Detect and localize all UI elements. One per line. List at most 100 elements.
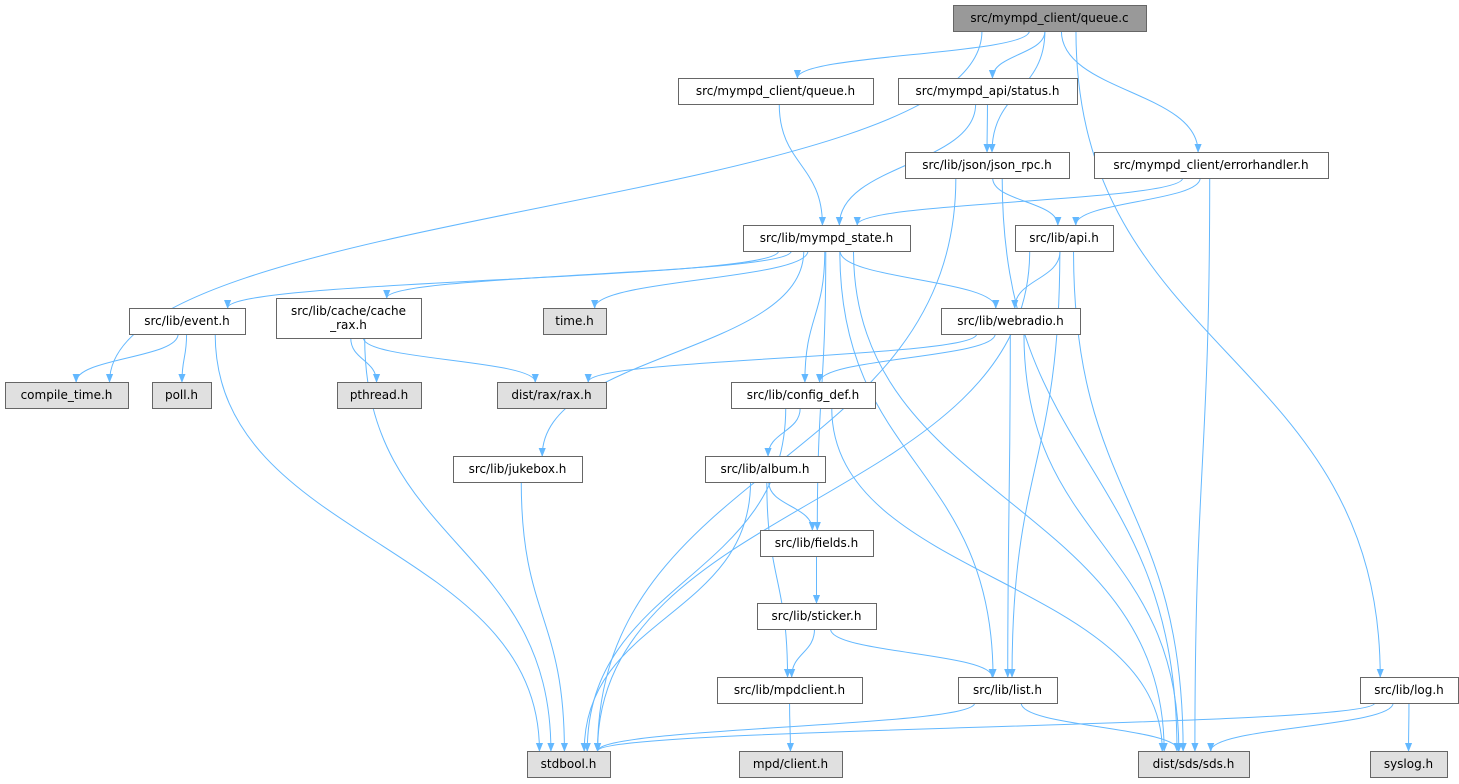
node-rax: dist/rax/rax.h: [497, 382, 607, 409]
edge-errorhandler-to-sds: [1191, 177, 1211, 752]
node-box: [739, 751, 843, 778]
node-event[interactable]: src/lib/event.h: [129, 308, 246, 335]
node-label: src/lib/fields.h: [775, 536, 858, 550]
node-label: _rax.h: [329, 318, 367, 332]
node-queue-h[interactable]: src/mympd_client/queue.h: [678, 78, 874, 105]
node-queue-c[interactable]: src/mympd_client/queue.c: [953, 5, 1147, 32]
edge-log-to-sds: [1207, 702, 1394, 752]
edge-mympd_state-to-config_def: [801, 250, 826, 383]
node-stdbool: stdbool.h: [527, 751, 611, 778]
edge-mympd_state-to-time: [591, 250, 809, 309]
node-box: [453, 456, 583, 483]
edge-mympd_state-to-jukebox: [538, 250, 805, 457]
node-sticker[interactable]: src/lib/sticker.h: [757, 603, 877, 630]
node-errorhandler[interactable]: src/mympd_client/errorhandler.h: [1094, 152, 1329, 179]
edge-event-to-poll: [178, 333, 188, 383]
node-label: dist/rax/rax.h: [511, 388, 591, 402]
node-label: src/mympd_client/queue.c: [970, 11, 1128, 25]
node-label: src/lib/api.h: [1029, 231, 1099, 245]
node-time: time.h: [543, 308, 607, 335]
node-box: [543, 308, 607, 335]
node-label: src/lib/mpdclient.h: [734, 683, 845, 697]
node-log[interactable]: src/lib/log.h: [1360, 677, 1459, 704]
node-json-rpc[interactable]: src/lib/json/json_rpc.h: [905, 152, 1070, 179]
edge-mympd_state-to-list: [839, 250, 997, 678]
edge-webradio-to-sds: [1023, 333, 1183, 752]
edge-event-to-compile_time: [72, 333, 179, 383]
node-jukebox[interactable]: src/lib/jukebox.h: [453, 456, 583, 483]
node-box: [760, 530, 874, 557]
node-label: pthread.h: [350, 388, 408, 402]
node-label: src/lib/sticker.h: [772, 609, 862, 623]
edge-queue_c-to-queue_h: [793, 30, 1030, 79]
edge-list-to-stdbool: [594, 702, 976, 752]
edge-json_rpc-to-sds: [1001, 177, 1181, 752]
node-box: [1360, 677, 1459, 704]
node-label: src/lib/jukebox.h: [469, 462, 567, 476]
edge-config_def-to-sds: [831, 407, 1166, 752]
node-label: time.h: [555, 314, 594, 328]
node-box: [1015, 225, 1114, 252]
edge-config_def-to-album: [764, 407, 801, 457]
node-box: [1138, 751, 1250, 778]
node-mpdclient[interactable]: src/lib/mpdclient.h: [717, 677, 863, 704]
edge-jukebox-to-stdbool: [520, 481, 569, 752]
edge-webradio-to-rax: [584, 333, 978, 383]
node-label: syslog.h: [1384, 757, 1433, 771]
node-box: [905, 152, 1070, 179]
node-config-def[interactable]: src/lib/config_def.h: [731, 382, 876, 409]
edge-cache_rax-to-pthread: [350, 337, 381, 383]
edges: [72, 30, 1413, 752]
node-album[interactable]: src/lib/album.h: [705, 456, 826, 483]
edge-sticker-to-mpdclient: [788, 628, 816, 678]
edge-api-to-webradio: [1011, 250, 1061, 309]
node-fields[interactable]: src/lib/fields.h: [760, 530, 874, 557]
node-box: [941, 308, 1081, 335]
edge-album-to-fields: [768, 481, 816, 531]
node-list[interactable]: src/lib/list.h: [958, 677, 1058, 704]
node-box: [678, 78, 874, 105]
node-mympd-state[interactable]: src/lib/mympd_state.h: [743, 225, 911, 252]
nodes: src/mympd_client/queue.c src/mympd_client…: [5, 5, 1459, 778]
node-box: [5, 382, 129, 409]
node-label: src/lib/json/json_rpc.h: [922, 158, 1052, 172]
node-label: src/lib/list.h: [973, 683, 1042, 697]
node-label: src/mympd_client/errorhandler.h: [1113, 158, 1308, 172]
node-label: src/lib/event.h: [144, 314, 230, 328]
node-label: poll.h: [165, 388, 198, 402]
node-box: [731, 382, 876, 409]
node-label: dist/sds/sds.h: [1153, 757, 1235, 771]
edge-webradio-to-config_def: [816, 333, 996, 383]
edge-queue_c-to-log: [1075, 30, 1384, 678]
edge-event-to-stdbool: [214, 333, 544, 752]
edge-queue_c-to-errorhandler: [1060, 30, 1202, 153]
node-box: [152, 382, 212, 409]
node-box: [743, 225, 911, 252]
node-label: src/lib/cache/cache: [291, 304, 406, 318]
node-label: compile_time.h: [21, 388, 113, 402]
node-mpd-client: mpd/client.h: [739, 751, 843, 778]
node-box: [129, 308, 246, 335]
edge-album-to-stdbool: [580, 481, 752, 752]
node-box: [337, 382, 422, 409]
node-label: src/lib/album.h: [721, 462, 810, 476]
node-label: src/mympd_client/queue.h: [696, 84, 855, 98]
node-status-h[interactable]: src/mympd_api/status.h: [898, 78, 1078, 105]
edge-sticker-to-list: [830, 628, 996, 678]
node-box: [1370, 751, 1448, 778]
node-box: [705, 456, 826, 483]
node-label: mpd/client.h: [753, 757, 828, 771]
node-label: src/lib/config_def.h: [747, 388, 859, 402]
node-poll: poll.h: [152, 382, 212, 409]
node-label: src/lib/webradio.h: [957, 314, 1064, 328]
node-compile-time: compile_time.h: [5, 382, 129, 409]
node-webradio[interactable]: src/lib/webradio.h: [941, 308, 1081, 335]
edge-webradio-to-list: [1004, 333, 1012, 678]
node-api[interactable]: src/lib/api.h: [1015, 225, 1114, 252]
node-box: [757, 603, 877, 630]
node-box: [497, 382, 607, 409]
edge-list-to-sds: [1020, 702, 1183, 752]
node-sds: dist/sds/sds.h: [1138, 751, 1250, 778]
node-cache-rax[interactable]: src/lib/cache/cache_rax.h: [276, 298, 422, 339]
